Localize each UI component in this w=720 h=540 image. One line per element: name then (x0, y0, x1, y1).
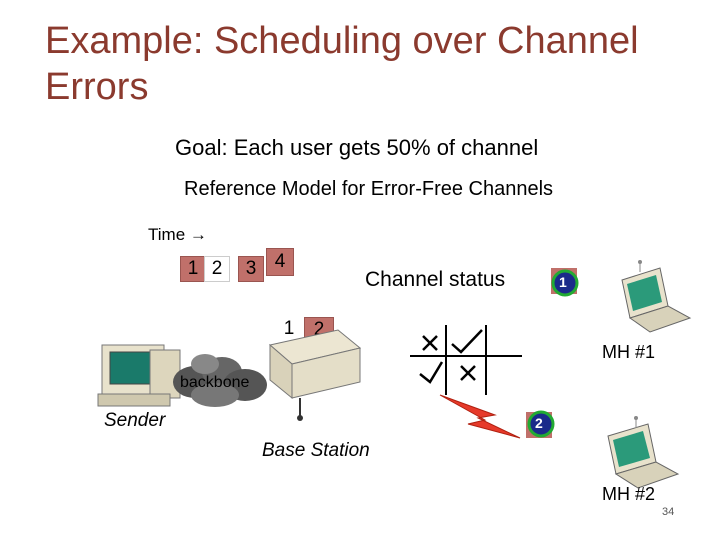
mh2-laptop-icon (607, 416, 680, 489)
wireless-link-icon (439, 394, 521, 439)
bs-queue-slot-1: 1 (276, 317, 302, 341)
queue-slot-3: 3 (238, 256, 264, 282)
base-station-icon (268, 329, 362, 421)
backbone-label: backbone (180, 374, 250, 391)
badge-mh1: 1 (559, 274, 567, 290)
sender-label: Sender (104, 410, 166, 431)
channel-status-grid (410, 325, 522, 395)
mh1-laptop-icon (621, 260, 692, 333)
time-label: Time → (148, 225, 207, 245)
backbone-cloud-icon (173, 354, 267, 407)
checkmark-icon (451, 329, 483, 354)
arrow-right-icon: → (189, 225, 207, 244)
mh1-label: MH #1 (602, 342, 656, 362)
error-x-icon (422, 335, 438, 351)
reference-model-text: Reference Model for Error-Free Channels (184, 178, 554, 200)
checkmark-icon (419, 361, 444, 384)
mh2-label: MH #2 (602, 484, 656, 504)
badge-mh2: 2 (535, 415, 543, 431)
queue-slot-4: 4 (266, 248, 294, 276)
page-number: 34 (662, 506, 675, 518)
sender-computer-icon (97, 344, 181, 407)
slide-title: Example: Scheduling over Channel Errors (45, 20, 639, 108)
queue-slot-2: 2 (204, 256, 230, 282)
goal-text: Goal: Each user gets 50% of channel (175, 135, 539, 160)
base-station-label: Base Station (262, 440, 370, 461)
channel-status-label: Channel status (365, 268, 506, 291)
badge-mh1-ring (551, 269, 579, 297)
error-x-icon (460, 365, 476, 381)
time-text: Time (148, 225, 186, 244)
badge-mh2-ring (527, 410, 555, 438)
